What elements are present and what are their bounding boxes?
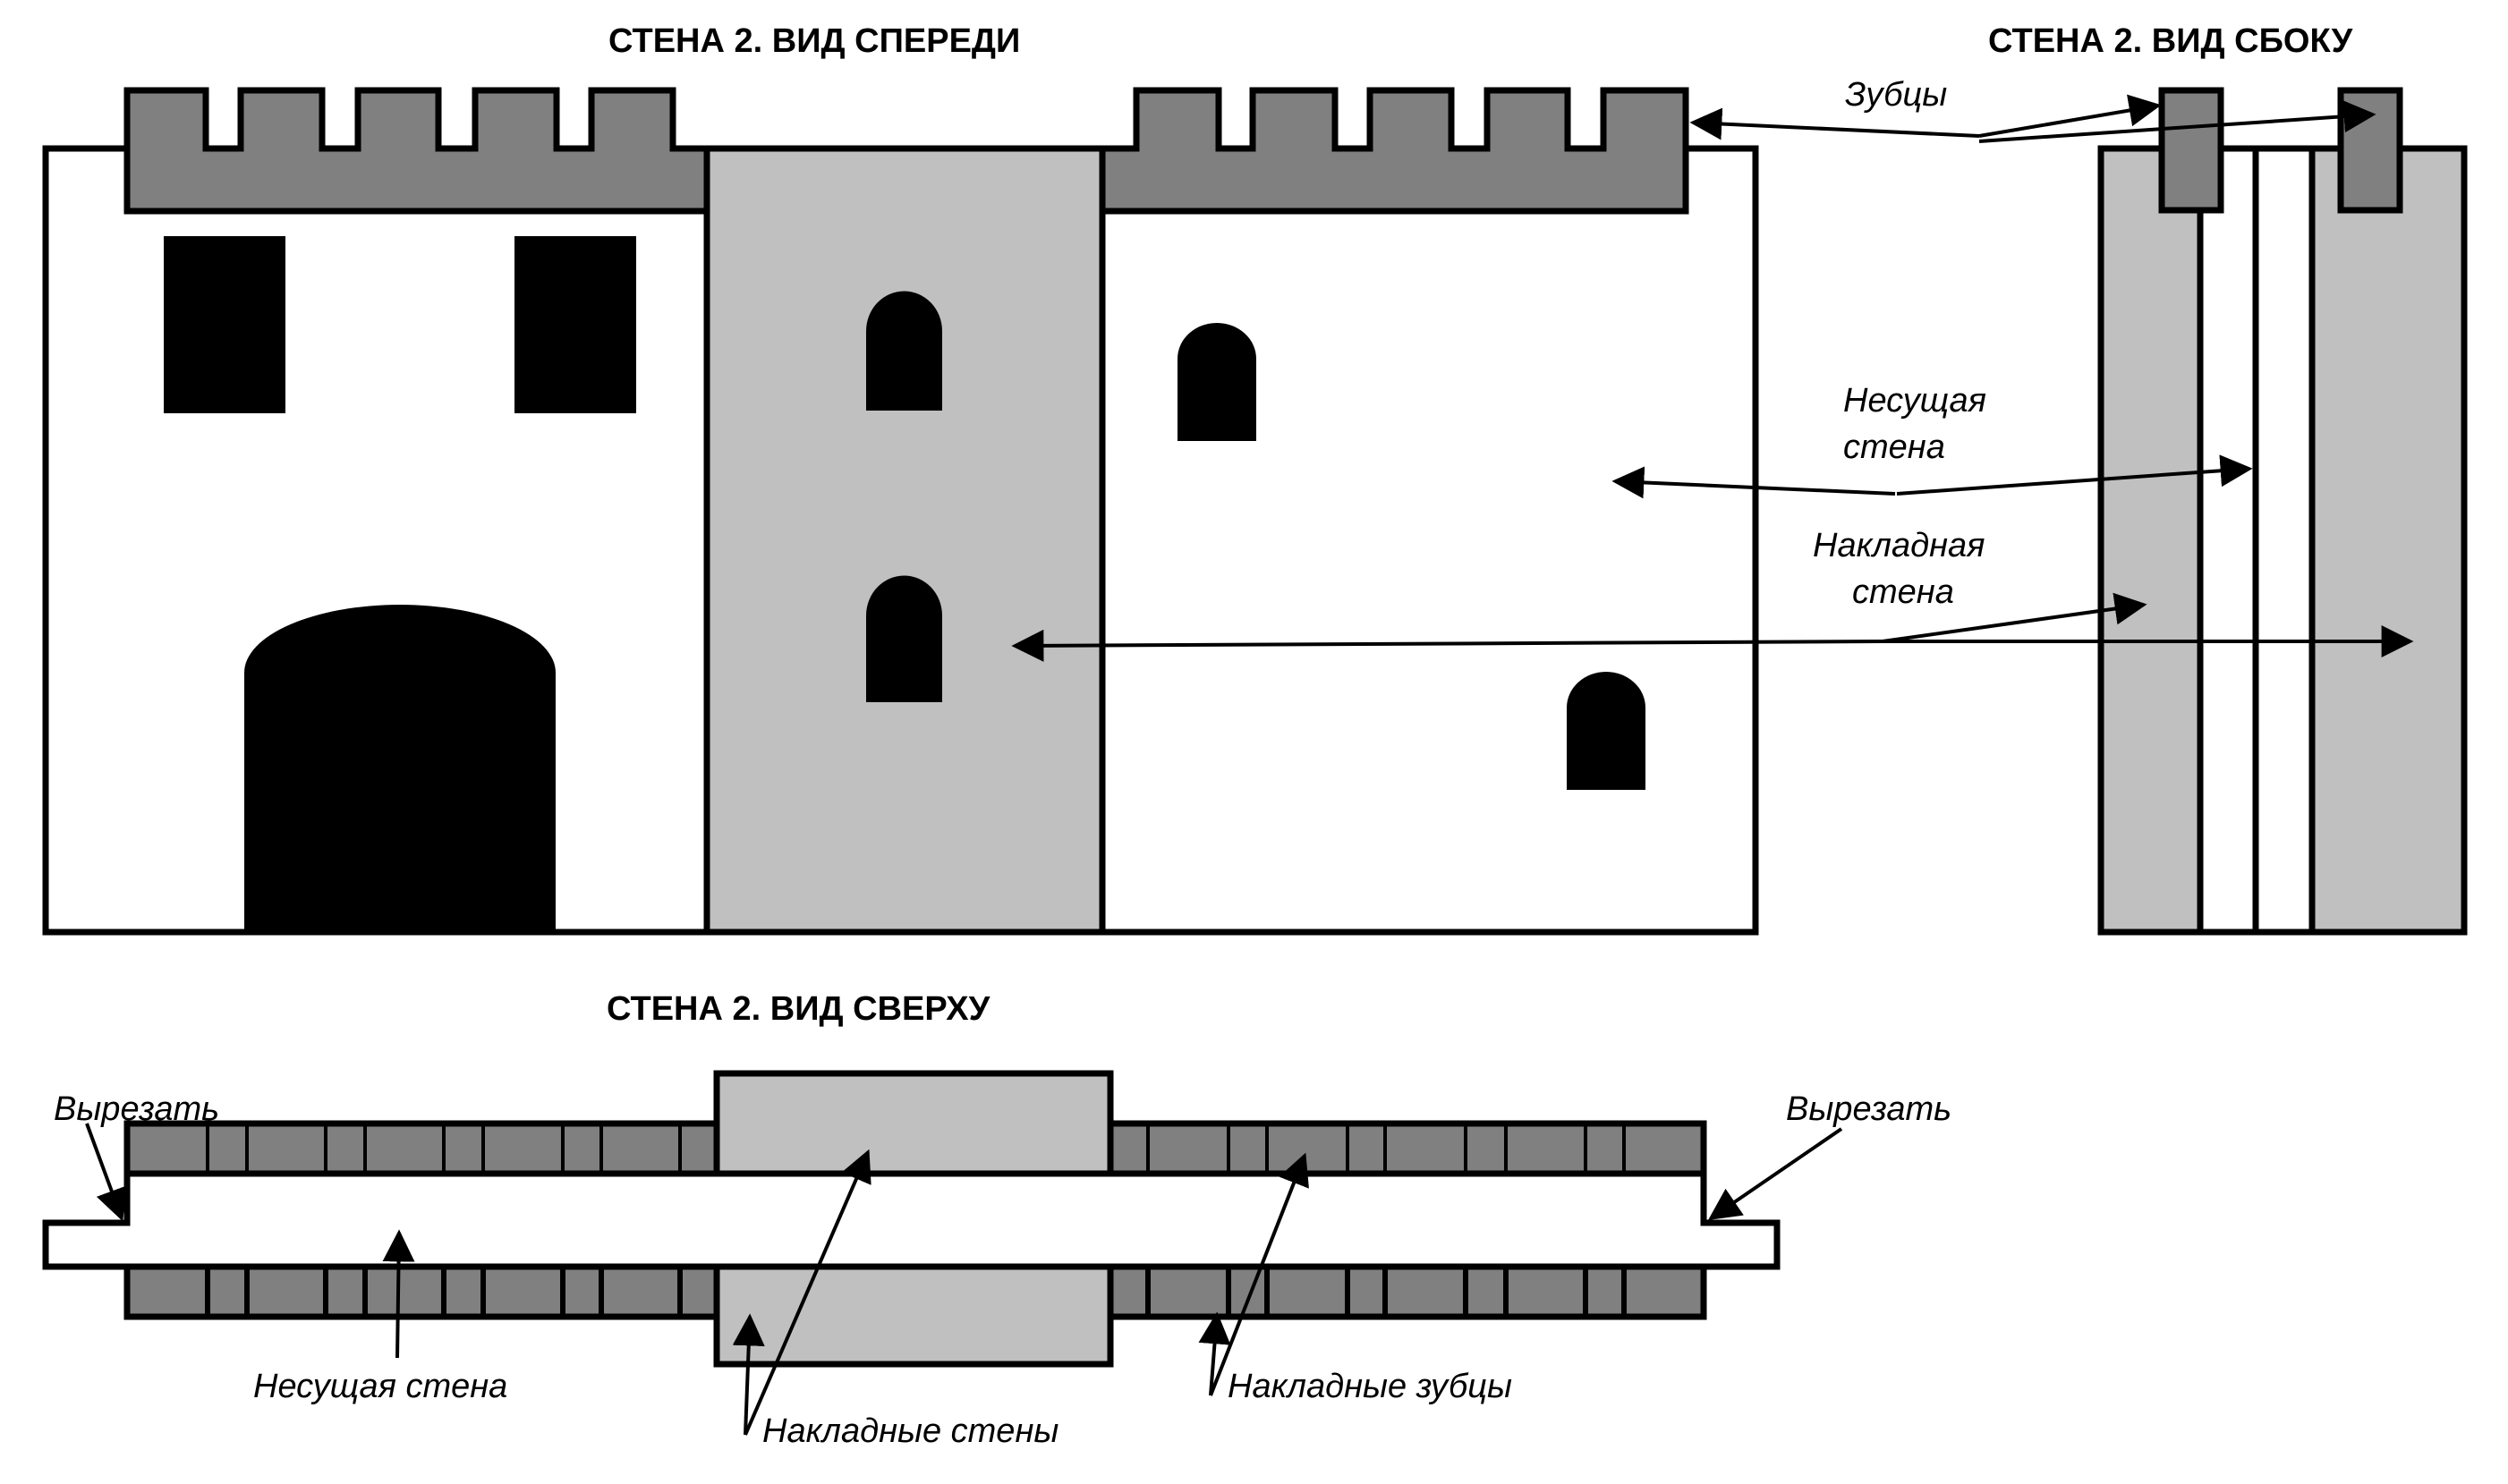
arrow-overlay-side-left	[1882, 592, 2147, 643]
top-load-bearing-wall	[42, 1170, 1781, 1270]
label-overlay-line2: стена	[1852, 573, 1954, 611]
label-overlay-merlons: Накладные зубцы	[1228, 1368, 1512, 1405]
wall-window-lower	[1567, 672, 1645, 790]
arrow-load-bearing-top	[382, 1229, 415, 1359]
arrow-overlay-merlons-lower	[1198, 1311, 1231, 1396]
side-overlay-wall-left	[2097, 145, 2204, 936]
arrow-cut-right	[1708, 1127, 1843, 1221]
arrow-overlay-walls-lower	[732, 1313, 765, 1436]
label-cut-right: Вырезать	[1786, 1090, 1951, 1128]
label-merlons: Зубцы	[1845, 76, 1947, 114]
top-view-annotations: Вырезать Вырезать Несущая стена Накладны…	[54, 1090, 1951, 1450]
front-overlay-tower	[703, 145, 1106, 936]
arrow-load-bearing-front	[1611, 466, 1896, 499]
label-overlay-line1: Накладная	[1813, 527, 1985, 564]
arrow-overlay-merlons-upper	[1209, 1152, 1309, 1396]
arrow-merlons-side-left	[1978, 94, 2162, 138]
tower-window-lower	[866, 575, 942, 702]
label-load-bearing-wall: Несущая стена	[253, 1368, 507, 1405]
front-view: СТЕНА 2. ВИД СПЕРЕДИ	[42, 22, 1759, 936]
arrow-merlons-side-right	[1978, 100, 2376, 143]
arrow-merlons-front	[1689, 107, 1980, 140]
wall-window-upper	[1177, 323, 1256, 441]
upper-strip-dividers	[206, 1124, 1626, 1174]
window-rect-left	[164, 236, 285, 413]
lower-strip-dividers	[205, 1267, 1627, 1317]
label-load-bearing-line2: стена	[1843, 428, 1945, 466]
top-lower-merlon-strip	[123, 1263, 1707, 1320]
side-view-title: СТЕНА 2. ВИД СБОКУ	[1988, 22, 2353, 60]
label-cut-left: Вырезать	[54, 1090, 219, 1128]
arrow-overlay-walls-upper	[744, 1149, 871, 1436]
arrow-load-bearing-side	[1896, 454, 2253, 496]
front-left-merlons	[123, 87, 710, 215]
side-overlay-wall-right	[2308, 145, 2468, 936]
arrow-cut-left	[85, 1123, 127, 1222]
arrow-overlay-front	[1011, 629, 1883, 662]
top-view-title: СТЕНА 2. ВИД СВЕРХУ	[607, 990, 990, 1028]
front-side-annotations: Зубцы Несущая стена Накладная стена	[1011, 76, 2414, 662]
tower-window-upper	[866, 291, 942, 411]
top-upper-merlon-strip	[123, 1120, 1707, 1177]
side-merlon-left	[2158, 87, 2224, 214]
front-view-title: СТЕНА 2. ВИД СПЕРЕДИ	[608, 22, 1020, 60]
front-right-merlons	[1099, 87, 1689, 215]
label-overlay-walls: Накладные стены	[762, 1412, 1058, 1450]
gate-arch	[244, 605, 556, 932]
top-view: СТЕНА 2. ВИД СВЕРХУ	[42, 990, 1781, 1368]
side-view: СТЕНА 2. ВИД СБОКУ	[1988, 22, 2468, 936]
side-merlon-right	[2337, 87, 2403, 214]
label-load-bearing-line1: Несущая	[1843, 382, 1986, 420]
window-rect-right	[514, 236, 636, 413]
